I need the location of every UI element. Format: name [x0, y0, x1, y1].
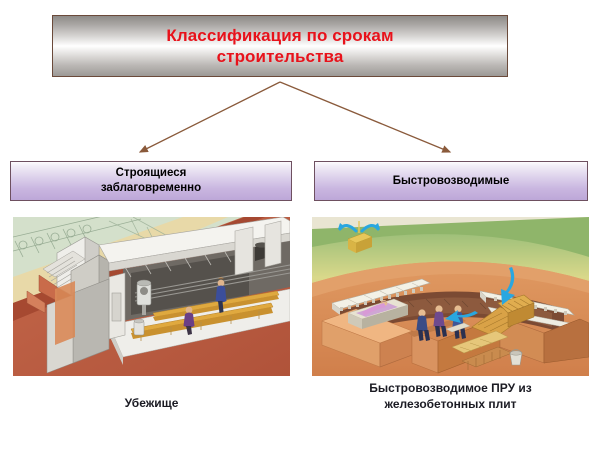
slide-title-box: Классификация по срокам строительства — [52, 15, 508, 77]
caption-shelter: Убежище — [124, 396, 179, 410]
category-box-rapid[interactable]: Быстровозводимые — [314, 161, 588, 201]
caption-rapid-shelter: Быстровозводимое ПРУ из железобетонных п… — [369, 381, 532, 411]
category-box-planned[interactable]: Строящиеся заблаговременно — [10, 161, 292, 201]
illustration-underground-shelter — [13, 217, 290, 376]
page-title: Классификация по срокам строительства — [166, 25, 394, 66]
category-label-planned: Строящиеся заблаговременно — [100, 167, 202, 194]
illustration-rapid-built-shelter — [312, 217, 589, 376]
category-label-rapid: Быстровозводимые — [392, 174, 510, 187]
